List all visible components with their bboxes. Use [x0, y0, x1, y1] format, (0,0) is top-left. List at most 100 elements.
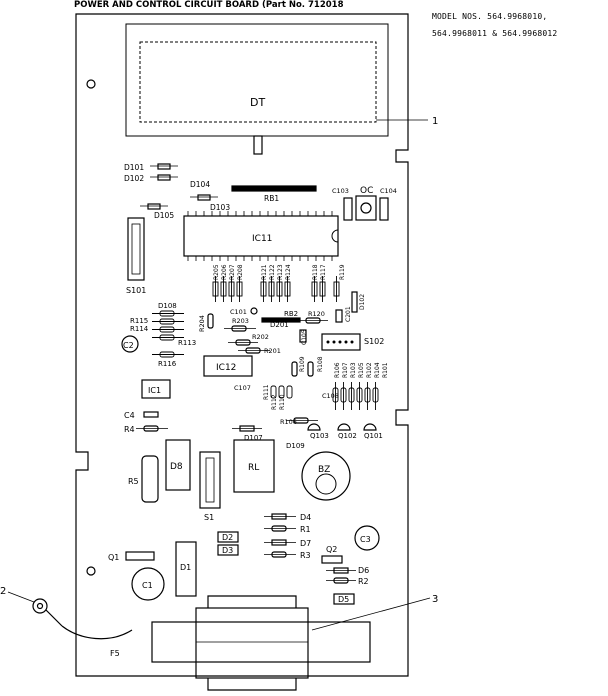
label-r119: R119	[339, 264, 346, 280]
label-c201: C201	[345, 306, 352, 322]
label-r121: R121	[261, 264, 268, 280]
label-d108: D108	[158, 302, 177, 310]
display-dt-window	[139, 41, 377, 123]
label-r106-h: R106	[280, 418, 297, 426]
label-r122: R122	[269, 264, 276, 280]
label-r107: R107	[342, 362, 349, 378]
diode-d105	[147, 203, 161, 210]
label-q1: Q1	[108, 553, 119, 562]
connector-s102	[321, 333, 361, 351]
label-rb2: RB2	[284, 310, 298, 318]
resistors-left-group	[152, 310, 184, 358]
label-ic1: IC1	[148, 386, 161, 395]
label-s102: S102	[364, 337, 384, 346]
capacitor-c201	[335, 309, 343, 323]
label-r104: R104	[374, 362, 381, 378]
resistor-r5	[141, 455, 159, 503]
board-outline	[75, 13, 409, 677]
label-d8: D8	[170, 462, 183, 472]
label-r117: R117	[320, 264, 327, 280]
switch-s1	[199, 451, 221, 509]
model-line-1: MODEL NOS. 564.9968010,	[432, 12, 548, 21]
label-oc: OC	[360, 186, 373, 196]
resistor-r108	[307, 361, 314, 377]
transistor-q101	[363, 423, 377, 431]
label-d109: D109	[286, 442, 305, 450]
capacitor-c101	[250, 307, 258, 315]
label-s1: S1	[204, 513, 214, 522]
label-d102: D102	[124, 174, 144, 183]
resistors-r101-r107	[332, 382, 379, 410]
label-c104: C104	[380, 187, 397, 195]
model-numbers: MODEL NOS. 564.9968010, 564.9968011 & 56…	[432, 8, 557, 42]
label-r1: R1	[300, 525, 311, 534]
label-c3: C3	[360, 535, 371, 544]
label-r103: R103	[350, 362, 357, 378]
transistor-q103	[307, 423, 321, 431]
diagram-title: POWER AND CONTROL CIRCUIT BOARD (Part No…	[74, 0, 343, 10]
label-r206: R206	[221, 264, 228, 280]
label-c2: C2	[123, 341, 134, 350]
transistor-q2	[321, 555, 343, 564]
label-r109: R109	[299, 356, 306, 372]
label-r108: R108	[317, 356, 324, 372]
label-d107: D107	[244, 434, 263, 442]
label-ic11: IC11	[252, 234, 272, 244]
capacitor-c105	[299, 329, 307, 343]
label-r112: R112	[271, 394, 278, 410]
label-c101: C101	[230, 308, 247, 316]
label-r114: R114	[130, 325, 149, 333]
resistor-r109	[291, 361, 298, 377]
label-r115: R115	[130, 317, 148, 325]
label-q102: Q102	[338, 432, 357, 440]
label-c105: C105	[301, 329, 308, 345]
label-r105: R105	[358, 362, 365, 378]
oscillator-adjust	[360, 202, 372, 214]
label-r101: R101	[382, 362, 389, 378]
resistors-r205-r208	[212, 276, 243, 302]
diode-d5	[333, 593, 355, 605]
label-d101: D101	[124, 163, 144, 172]
capacitor-c2	[121, 335, 139, 353]
label-r110: R110	[279, 394, 286, 410]
label-c4: C4	[124, 411, 135, 420]
label-q2: Q2	[326, 545, 337, 554]
callout-2: 2	[0, 586, 6, 597]
label-c107: C107	[234, 384, 251, 392]
label-r208: R208	[237, 264, 244, 280]
label-ic12: IC12	[216, 363, 236, 373]
label-r123: R123	[277, 264, 284, 280]
label-r5: R5	[128, 477, 139, 486]
connector-s101	[127, 217, 145, 281]
label-d2: D2	[222, 533, 233, 542]
label-d201: D201	[270, 321, 289, 329]
label-q103: Q103	[310, 432, 329, 440]
part-number: (Part No. 712018	[262, 0, 344, 10]
label-c103: C103	[332, 187, 349, 195]
diode-d101	[157, 163, 171, 170]
diode-bridge-d8	[165, 439, 191, 491]
callout-3: 3	[432, 594, 438, 605]
diode-d102-vertical	[351, 291, 358, 313]
diode-d2	[217, 531, 239, 543]
diode-d102	[157, 174, 171, 181]
label-r204: R204	[198, 315, 206, 332]
label-r124: R124	[285, 264, 292, 280]
display-dt-frame	[125, 23, 389, 137]
resistor-bank-rb2	[261, 317, 301, 323]
label-d7: D7	[300, 539, 311, 548]
transistor-q1	[125, 551, 155, 561]
resistor-bank-rb1	[231, 185, 317, 192]
label-r202: R202	[252, 333, 269, 341]
label-d103: D103	[210, 203, 230, 212]
label-r102: R102	[366, 362, 373, 378]
mounting-hole-top	[86, 79, 96, 89]
label-r111: R111	[263, 384, 270, 400]
transformer	[151, 595, 371, 691]
ic11-pins-top	[187, 211, 333, 216]
label-r3: R3	[300, 551, 311, 560]
label-d105: D105	[154, 211, 174, 220]
label-c1: C1	[142, 581, 153, 590]
label-r116: R116	[158, 360, 177, 368]
